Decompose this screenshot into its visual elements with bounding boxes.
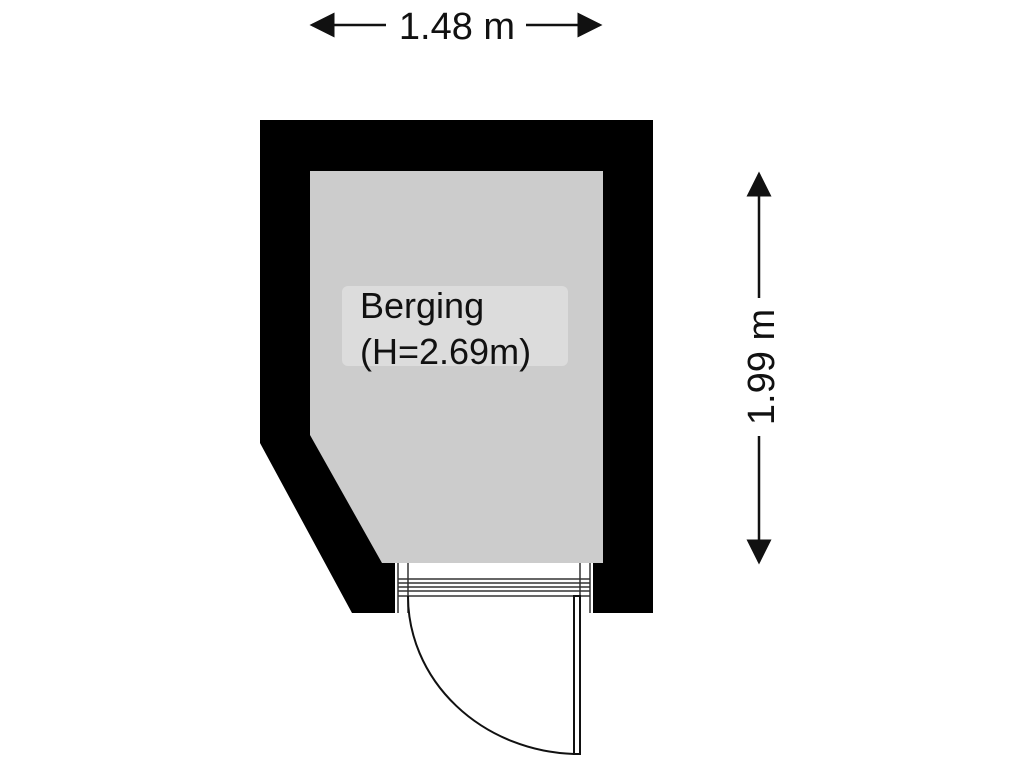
depth-dimension-label: 1.99 m	[741, 309, 783, 425]
depth-dimension: 1.99 m	[741, 171, 783, 565]
door-swing	[407, 595, 581, 755]
door-threshold	[395, 563, 593, 613]
room-label-background	[342, 286, 568, 366]
room-label: Berging (H=2.69m)	[342, 285, 568, 372]
room-floor	[310, 171, 603, 563]
room-height: (H=2.69m)	[360, 331, 531, 372]
room-name: Berging	[360, 285, 484, 326]
width-dimension: 1.48 m	[309, 6, 603, 48]
door-leaf	[573, 595, 581, 755]
door-arc	[407, 595, 575, 755]
width-dimension-label: 1.48 m	[399, 6, 515, 48]
